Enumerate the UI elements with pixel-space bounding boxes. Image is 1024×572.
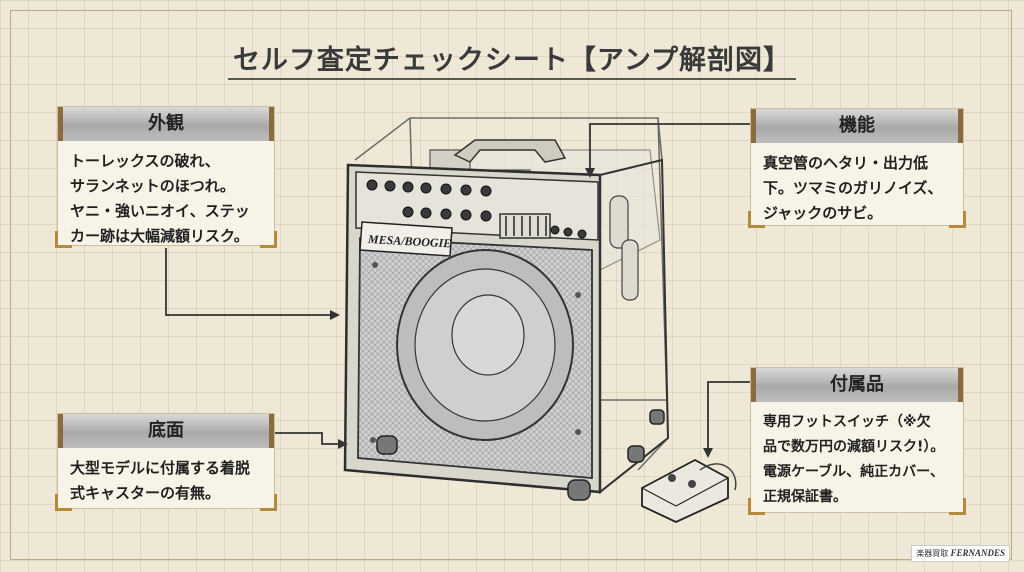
leader-arrows <box>165 123 750 458</box>
callout-line: ヤニ・強いニオイ、ステッ <box>70 202 250 220</box>
footer-logo-prefix: 楽器買取 <box>916 549 949 558</box>
callout-exterior: 外観 トーレックスの破れ、 サランネットのほつれ。 ヤニ・強いニオイ、ステッ カ… <box>55 106 277 248</box>
amp-side-panel <box>599 158 670 495</box>
callout-line: 正規保証書。 <box>763 489 847 505</box>
brand-badge: MESA/BOOGIE <box>359 221 453 257</box>
callout-line: 下。ツマミのガリノイズ、 <box>763 179 943 197</box>
callout-bottom-body: 大型モデルに付属する着脱 式キャスターの有無。 <box>58 448 274 512</box>
amp-knobs <box>366 179 587 239</box>
callout-line: 真空管のヘタリ・出力低 <box>763 154 929 172</box>
corner-ornament <box>55 231 72 248</box>
callout-line: 電源ケーブル、純正カバー、 <box>763 464 945 480</box>
callout-line: トーレックスの破れ、 <box>70 152 220 170</box>
corner-ornament <box>949 211 966 228</box>
page-frame <box>10 10 1012 560</box>
callout-line: ジャックのサビ。 <box>763 204 883 222</box>
amp-handle <box>453 139 567 163</box>
corner-ornament <box>949 498 966 515</box>
footswitch <box>641 458 737 523</box>
callout-function-body: 真空管のヘタリ・出力低 下。ツマミのガリノイズ、 ジャックのサビ。 <box>751 143 963 232</box>
callout-line: カー跡は大幅減額リスク。 <box>70 227 249 245</box>
corner-ornament <box>260 231 277 248</box>
arrow-accessories <box>703 381 750 458</box>
arrow-bottom <box>275 432 348 449</box>
callout-line: 式キャスターの有無。 <box>70 484 221 502</box>
callout-function-heading: 機能 <box>751 109 963 143</box>
corner-ornament <box>748 211 765 228</box>
footer-logo-brand: FERNANDES <box>950 548 1005 558</box>
callout-bottom-heading: 底面 <box>58 414 274 448</box>
arrow-function <box>585 123 750 178</box>
callout-function: 機能 真空管のヘタリ・出力低 下。ツマミのガリノイズ、 ジャックのサビ。 <box>748 108 966 228</box>
callout-bottom: 底面 大型モデルに付属する着脱 式キャスターの有無。 <box>55 413 277 512</box>
page-title: セルフ査定チェックシート【アンプ解剖図】 <box>232 45 792 76</box>
callout-accessories-body: 専用フットスイッチ（※欠 品で数万円の減額リスク!）。 電源ケーブル、純正カバー… <box>751 402 963 516</box>
callout-accessories: 付属品 専用フットスイッチ（※欠 品で数万円の減額リスク!）。 電源ケーブル、純… <box>748 367 966 516</box>
arrow-exterior <box>165 248 340 320</box>
graphic-eq <box>499 213 551 239</box>
corner-ornament <box>748 498 765 515</box>
callout-line: 専用フットスイッチ（※欠 <box>763 414 931 430</box>
callout-line: 大型モデルに付属する着脱 <box>70 459 251 477</box>
callout-accessories-heading: 付属品 <box>751 368 963 402</box>
callout-exterior-body: トーレックスの破れ、 サランネットのほつれ。 ヤニ・強いニオイ、ステッ カー跡は… <box>58 141 274 255</box>
brand-label: MESA/BOOGIE <box>367 232 452 250</box>
callout-line: 品で数万円の減額リスク!）。 <box>763 439 945 455</box>
corner-ornament <box>55 494 72 511</box>
callout-line: サランネットのほつれ。 <box>70 177 235 195</box>
title-underline <box>228 78 796 80</box>
callout-exterior-heading: 外観 <box>58 107 274 141</box>
casters <box>376 409 665 501</box>
footer-logo: 楽器買取 FERNANDES <box>911 545 1010 562</box>
corner-ornament <box>260 494 277 511</box>
